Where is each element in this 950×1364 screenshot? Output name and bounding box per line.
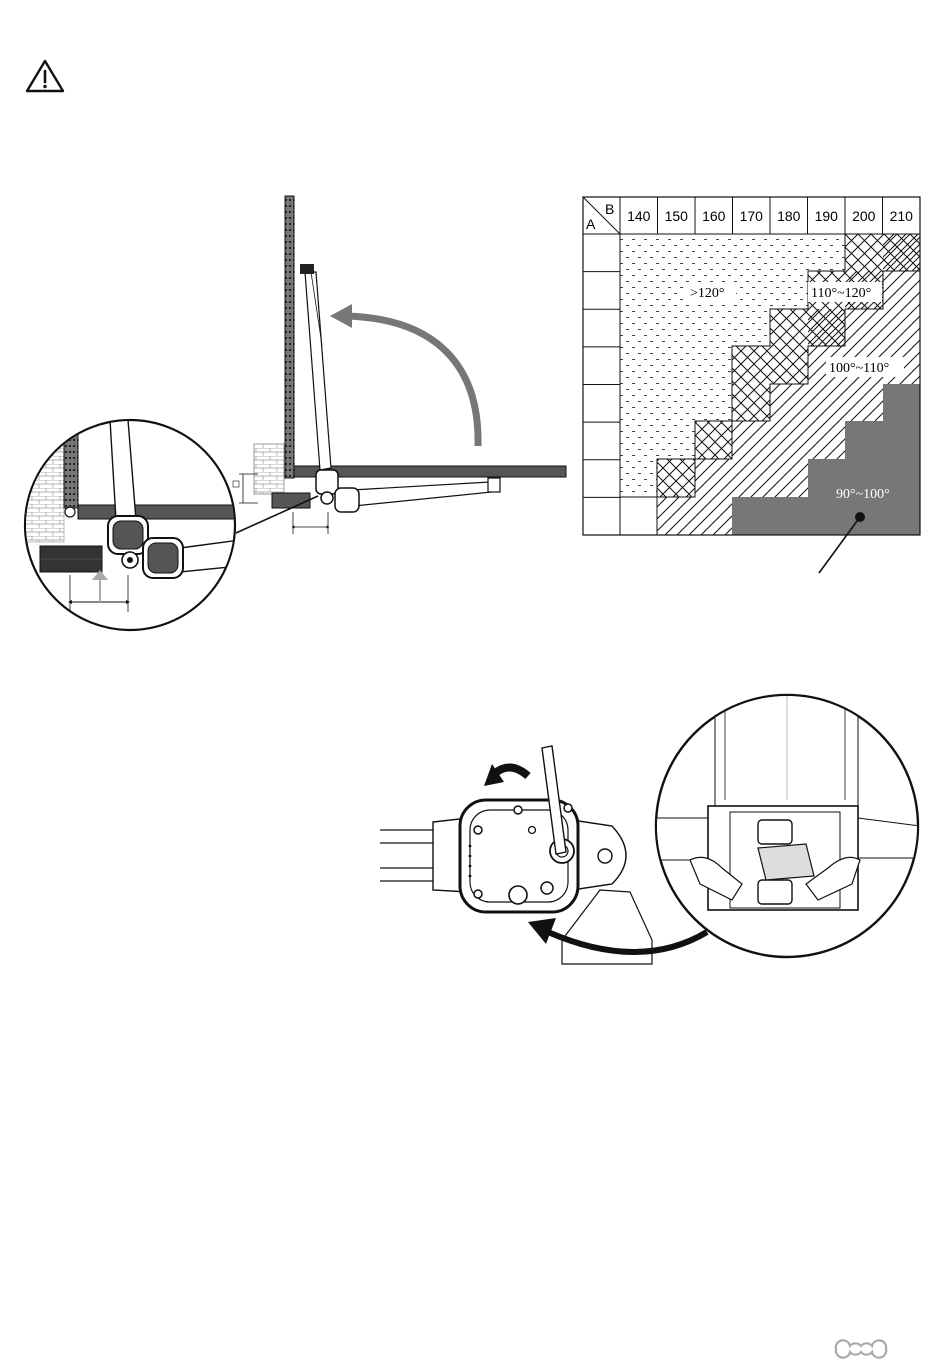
mounting-bracket [272, 493, 310, 508]
zone-label-over-120: >120° [690, 286, 725, 301]
release-magnifier [656, 690, 920, 957]
table-col-header: 190 [815, 208, 839, 224]
brand-logo-icon [828, 1336, 894, 1362]
open-gate-leaf [285, 196, 294, 478]
zone-label-110-120: 110°~120° [811, 286, 871, 301]
detail-magnifier [20, 420, 240, 630]
table-corner-a: A [586, 216, 596, 232]
pillar [254, 444, 284, 494]
table-col-header: 140 [627, 208, 651, 224]
release-drawing [380, 746, 707, 964]
actuator-closed [335, 478, 500, 512]
table-corner-b: B [605, 201, 614, 217]
opening-arrow [345, 316, 478, 446]
table-col-header: 180 [777, 208, 801, 224]
gate-plan-drawing [233, 196, 566, 534]
table-col-header: 160 [702, 208, 726, 224]
table-col-header: 170 [740, 208, 764, 224]
table-col-header: 200 [852, 208, 876, 224]
table-col-header: 210 [890, 208, 914, 224]
zone-label-100-110: 100°~110° [829, 361, 889, 376]
zone-label-90-100: 90°~100° [836, 487, 890, 502]
opening-arrow-head [330, 304, 352, 328]
table-col-header: 150 [665, 208, 689, 224]
angle-table: B A 140 150 160 170 180 190 200 210 >120° 110°~… [583, 197, 920, 573]
